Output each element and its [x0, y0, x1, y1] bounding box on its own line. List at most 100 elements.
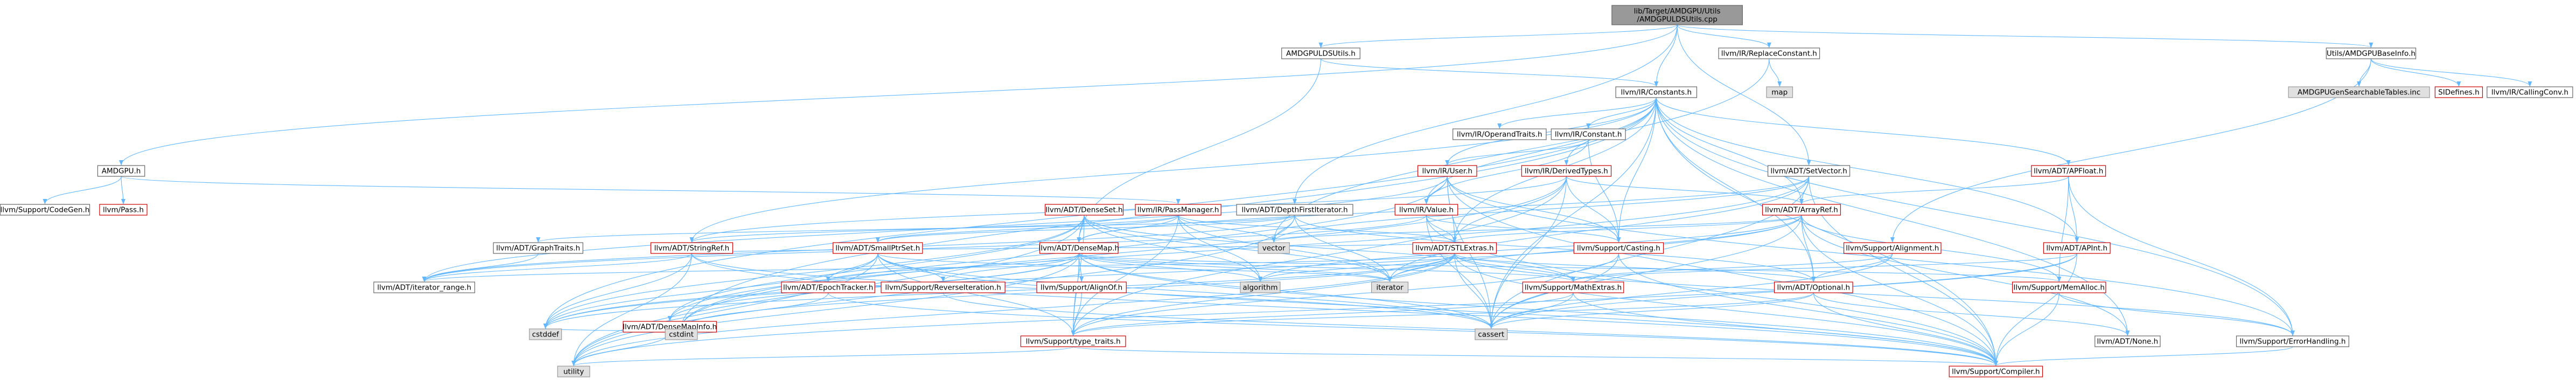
edge-mathextras-to-compiler: [1573, 292, 1998, 366]
node-operandtraits[interactable]: llvm/IR/OperandTraits.h: [1453, 128, 1547, 140]
edge-constants-to-apfloat: [1656, 97, 2071, 166]
node-label: lib/Target/AMDGPU/Utils/AMDGPULDSUtils.c…: [1634, 7, 1721, 24]
node-stringref[interactable]: llvm/ADT/StringRef.h: [650, 242, 734, 254]
node-dfiter[interactable]: llvm/ADT/DepthFirstIterator.h: [1236, 204, 1353, 216]
dependency-edges: [43, 24, 2532, 366]
node-constants[interactable]: llvm/IR/Constants.h: [1615, 86, 1698, 98]
edge-user-to-value: [1424, 176, 1448, 204]
node-label: utility: [563, 368, 584, 376]
node-replaceconst[interactable]: llvm/IR/ReplaceConstant.h: [1718, 47, 1820, 59]
node-label: llvm/ADT/STLExtras.h: [1415, 244, 1493, 253]
node-irconstant[interactable]: llvm/IR/Constant.h: [1551, 128, 1626, 140]
node-label: llvm/Support/ReverseIteration.h: [885, 284, 1001, 292]
node-iterrange[interactable]: llvm/ADT/iterator_range.h: [373, 281, 476, 293]
node-label: SIDefines.h: [2438, 88, 2480, 97]
edge-dfiter-to-optional: [1294, 215, 1816, 282]
node-alignment[interactable]: llvm/Support/Alignment.h: [1843, 242, 1942, 254]
node-label: llvm/IR/ReplaceConstant.h: [1721, 50, 1817, 58]
node-stlextras[interactable]: llvm/ADT/STLExtras.h: [1412, 242, 1497, 254]
node-label: AMDGPU.h: [102, 167, 141, 176]
node-revit[interactable]: llvm/Support/ReverseIteration.h: [881, 281, 1006, 293]
node-label: llvm/Support/AlignOf.h: [1041, 284, 1122, 292]
edge-root-to-setvector: [1677, 24, 1811, 166]
node-box: [1522, 281, 1624, 293]
node-user[interactable]: llvm/IR/User.h: [1417, 165, 1477, 177]
edge-constants-to-apint: [1656, 97, 2079, 243]
edge-densemap-to-iterator: [1078, 253, 1392, 282]
node-arrayref[interactable]: llvm/ADT/ArrayRef.h: [1762, 204, 1841, 216]
node-label: Utils/AMDGPUBaseInfo.h: [2327, 50, 2416, 58]
edge-constants-to-optional: [1656, 97, 1816, 282]
edge-ldsutils_h-to-constants: [1320, 58, 1659, 87]
node-compiler[interactable]: llvm/Support/Compiler.h: [1949, 366, 2043, 377]
node-baseinfo[interactable]: Utils/AMDGPUBaseInfo.h: [2326, 47, 2417, 59]
node-casting[interactable]: llvm/Support/Casting.h: [1573, 242, 1664, 254]
node-cassert: cassert: [1475, 328, 1508, 340]
node-box: [1281, 47, 1360, 59]
node-denseset[interactable]: llvm/ADT/DenseSet.h: [1044, 204, 1124, 216]
edge-stlextras-to-compiler: [1454, 253, 1998, 366]
node-box: [1236, 204, 1353, 216]
node-sidefines[interactable]: SIDefines.h: [2434, 86, 2483, 98]
node-box: [665, 328, 698, 340]
node-algorithm: algorithm: [1240, 281, 1281, 293]
edge-stringref-to-cstddef: [543, 253, 692, 329]
node-codegen[interactable]: llvm/Support/CodeGen.h: [0, 204, 90, 216]
node-alignof[interactable]: llvm/Support/AlignOf.h: [1036, 281, 1127, 293]
node-apfloat[interactable]: llvm/ADT/APFloat.h: [2031, 165, 2106, 177]
edge-apfloat-to-memalloc: [2057, 176, 2069, 282]
edge-derivedtypes-to-arrayref: [1566, 176, 1804, 204]
node-epochtracker[interactable]: llvm/ADT/EpochTracker.h: [781, 281, 875, 293]
edge-optional-to-none: [1813, 292, 2130, 336]
edge-stlextras-to-cassert: [1454, 253, 1493, 329]
edge-optional-to-cassert: [1489, 292, 1814, 329]
edge-constants-to-compiler: [1656, 97, 1998, 366]
node-graphtraits[interactable]: llvm/ADT/GraphTraits.h: [493, 242, 583, 254]
node-derivedtypes[interactable]: llvm/IR/DerivedTypes.h: [1521, 165, 1612, 177]
node-box: [97, 165, 145, 177]
edge-casting-to-compiler: [1618, 253, 1998, 366]
node-label: llvm/ADT/Optional.h: [1777, 284, 1851, 292]
edge-smallptrset-to-compiler: [877, 253, 1998, 366]
edge-root-to-constants: [1654, 24, 1678, 87]
edge-stringref-to-utility: [571, 253, 692, 366]
node-label: llvm/Support/MathExtras.h: [1525, 284, 1622, 292]
node-box: [833, 242, 923, 254]
node-pass[interactable]: llvm/Pass.h: [99, 204, 148, 216]
edge-baseinfo-to-gensearch: [2357, 58, 2371, 87]
node-callingconv[interactable]: llvm/IR/CallingConv.h: [2487, 86, 2573, 98]
edge-derivedtypes-to-casting: [1566, 176, 1621, 243]
edge-alignment-to-optional: [1811, 253, 1893, 282]
node-passmanager[interactable]: llvm/IR/PassManager.h: [1135, 204, 1221, 216]
node-iterator: iterator: [1371, 281, 1409, 293]
node-errorhandling[interactable]: llvm/Support/ErrorHandling.h: [2236, 335, 2349, 347]
node-label: llvm/ADT/DenseSet.h: [1045, 206, 1122, 215]
node-mathextras[interactable]: llvm/Support/MathExtras.h: [1522, 281, 1624, 293]
node-root[interactable]: lib/Target/AMDGPU/Utils/AMDGPULDSUtils.c…: [1611, 5, 1743, 25]
edge-constants-to-operandtraits: [1497, 97, 1657, 129]
node-none[interactable]: llvm/ADT/None.h: [2095, 335, 2161, 347]
node-label: llvm/IR/Value.h: [1399, 206, 1454, 215]
node-amdgpu_h[interactable]: AMDGPU.h: [97, 165, 145, 177]
node-typetraits[interactable]: llvm/Support/type_traits.h: [1020, 335, 1126, 347]
edge-densemapinfo-to-utility: [571, 332, 671, 366]
node-memalloc[interactable]: llvm/Support/MemAlloc.h: [2012, 281, 2106, 293]
edge-amdgpu_h-to-pass: [121, 176, 125, 204]
node-smallptrset[interactable]: llvm/ADT/SmallPtrSet.h: [833, 242, 923, 254]
node-optional[interactable]: llvm/ADT/Optional.h: [1774, 281, 1853, 293]
node-box: [2236, 335, 2349, 347]
node-box: [1774, 281, 1853, 293]
edge-memalloc-to-compiler: [1993, 292, 2060, 366]
edge-arrayref-to-none: [1801, 215, 2130, 336]
node-setvector[interactable]: llvm/ADT/SetVector.h: [1767, 165, 1851, 177]
node-ldsutils_h[interactable]: AMDGPULDSUtils.h: [1281, 47, 1360, 59]
node-value[interactable]: llvm/IR/Value.h: [1394, 204, 1458, 216]
edge-mathextras-to-typetraits: [1071, 292, 1574, 336]
edge-setvector-to-vector: [1272, 176, 1810, 243]
node-apint[interactable]: llvm/ADT/APInt.h: [2043, 242, 2111, 254]
edge-apfloat-to-apint: [2068, 176, 2079, 243]
node-box: [1766, 86, 1793, 98]
node-box: [1371, 281, 1409, 293]
node-densemap[interactable]: llvm/ADT/DenseMap.h: [1039, 242, 1120, 254]
